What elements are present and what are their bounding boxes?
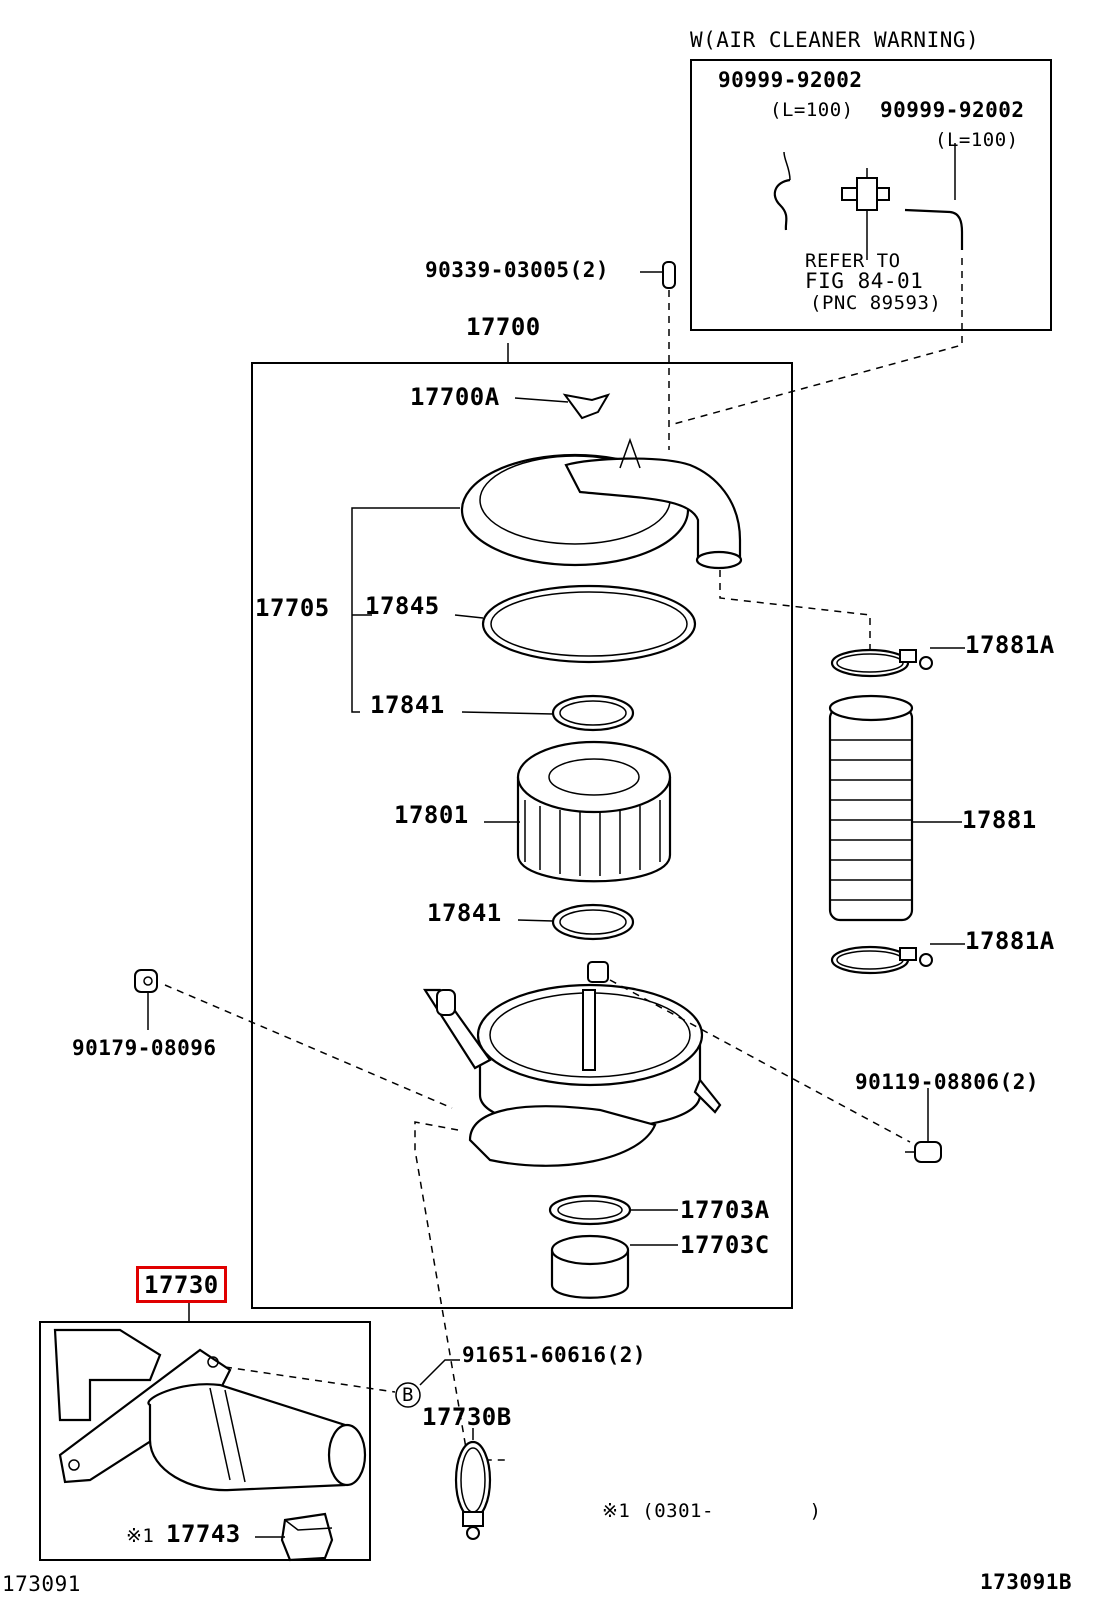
part-label-90179[interactable]: 90179-08096 — [72, 1036, 217, 1060]
air-cleaner-case-icon — [422, 961, 722, 1167]
part-label-90119[interactable]: 90119-08806(2) — [855, 1070, 1040, 1094]
assembly-box-17700 — [251, 362, 793, 1309]
ref-b-letter: B — [402, 1384, 414, 1406]
gasket-17703A-icon — [548, 1194, 632, 1226]
diagram-id-left: 173091 — [2, 1572, 81, 1596]
air-cleaner-cap-icon — [460, 437, 743, 570]
part-label-17845[interactable]: 17845 — [365, 592, 440, 620]
part-label-91651[interactable]: 91651-60616(2) — [462, 1343, 647, 1367]
seal-17841-top-icon — [551, 694, 635, 732]
part-label-17703C[interactable]: 17703C — [680, 1231, 770, 1259]
part-label-17881A-top[interactable]: 17881A — [965, 631, 1055, 659]
part-label-17730B[interactable]: 17730B — [422, 1403, 512, 1431]
hose-part-2-label: 90999-92002 — [880, 98, 1025, 122]
refer-line-2: FIG 84-01 — [805, 269, 924, 293]
intake-box-17730 — [39, 1321, 371, 1561]
wing-nut-icon — [562, 393, 611, 420]
gasket-17703C-icon — [550, 1234, 630, 1266]
clamp-17730B-icon — [454, 1440, 492, 1540]
intake-duct-17730-icon — [53, 1328, 367, 1492]
part-label-17881A-bottom[interactable]: 17881A — [965, 927, 1055, 955]
hose-17881-icon — [828, 694, 914, 922]
hose-part-1-label: 90999-92002 — [718, 68, 863, 92]
part-label-17743[interactable]: 17743 — [166, 1520, 241, 1548]
part-label-90339[interactable]: 90339-03005(2) — [425, 258, 610, 282]
part-label-17700A[interactable]: 17700A — [410, 383, 500, 411]
refer-line-3: (PNC 89593) — [810, 292, 942, 314]
vsv-valve-icon — [841, 168, 890, 260]
part-label-17841-top[interactable]: 17841 — [370, 691, 445, 719]
part-label-17703A[interactable]: 17703A — [680, 1196, 770, 1224]
part-label-17730-highlighted[interactable]: 17730 — [136, 1266, 227, 1303]
warning-inset-title: W(AIR CLEANER WARNING) — [690, 28, 980, 52]
note-mark: ※1 — [126, 1525, 155, 1547]
diagram-id-right: 173091B — [980, 1570, 1073, 1594]
bolt-90179-icon — [134, 969, 158, 1030]
clamp-17881A-top-icon — [830, 648, 933, 678]
part-label-17881[interactable]: 17881 — [962, 806, 1037, 834]
warning-inset-box — [690, 59, 1052, 331]
clamp-17881A-bottom-icon — [830, 945, 933, 975]
part-label-17841-bottom[interactable]: 17841 — [427, 899, 502, 927]
gasket-17845-icon — [481, 584, 697, 664]
ref-b-circle — [395, 1382, 421, 1408]
hose-length-1-label: (L=100) — [770, 99, 854, 121]
part-label-17705[interactable]: 17705 — [255, 594, 330, 622]
part-label-17801[interactable]: 17801 — [394, 801, 469, 829]
grommet-90339-icon — [662, 261, 676, 289]
refer-line-1: REFER TO — [805, 250, 901, 272]
bolt-90119-icon — [905, 1088, 942, 1163]
filter-element-icon — [516, 740, 672, 883]
hose-length-2-label: (L=100) — [935, 129, 1019, 151]
seal-17841-bottom-icon — [551, 903, 635, 941]
part-label-17700[interactable]: 17700 — [466, 313, 541, 341]
hose-left-icon — [773, 178, 791, 231]
note-range: ※1 (0301- ) — [602, 1500, 822, 1522]
clip-17743-icon — [280, 1512, 334, 1562]
hose-right-icon — [904, 208, 964, 250]
